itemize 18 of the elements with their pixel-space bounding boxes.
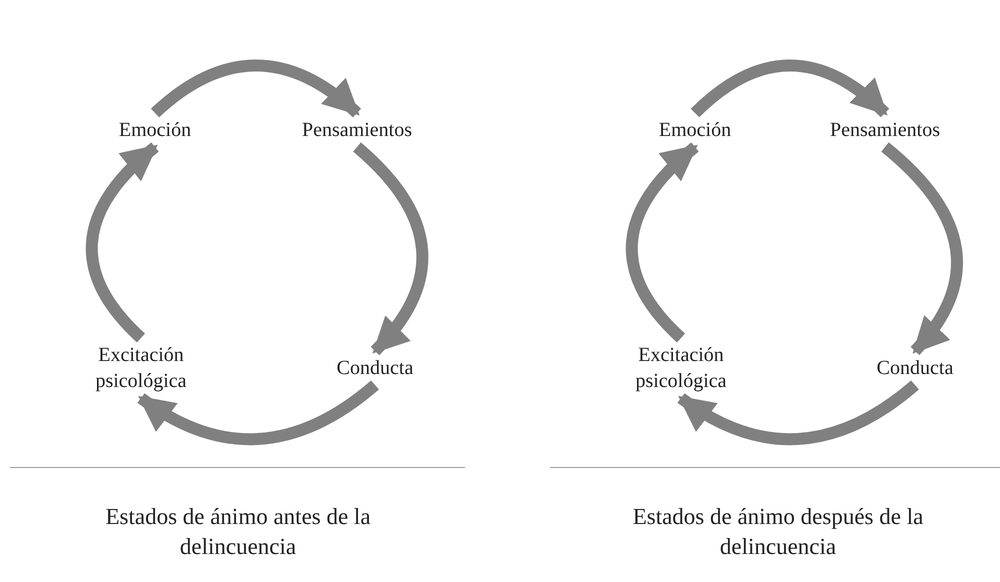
node-label: Emoción (658, 118, 732, 143)
node-label: Conducta (876, 356, 954, 381)
curved-arrow (626, 142, 699, 342)
curved-arrow (690, 60, 890, 118)
node-label: Excitación psicológica (94, 343, 188, 394)
node-label: Pensamientos (830, 118, 940, 143)
node-label: Conducta (336, 356, 414, 381)
curved-arrow (86, 142, 159, 342)
curved-arrow (881, 142, 963, 355)
caption: Estados de ánimo antes de la delincuencia (104, 503, 372, 561)
caption: Estados de ánimo después de la delincuencia (632, 503, 924, 561)
curved-arrow (151, 60, 361, 118)
curved-arrow (352, 142, 428, 356)
node-label: Pensamientos (302, 118, 412, 143)
node-label: Emoción (118, 118, 192, 143)
curved-arrow (138, 380, 379, 445)
node-label: Excitación psicológica (634, 343, 728, 394)
curved-arrow (678, 380, 919, 445)
